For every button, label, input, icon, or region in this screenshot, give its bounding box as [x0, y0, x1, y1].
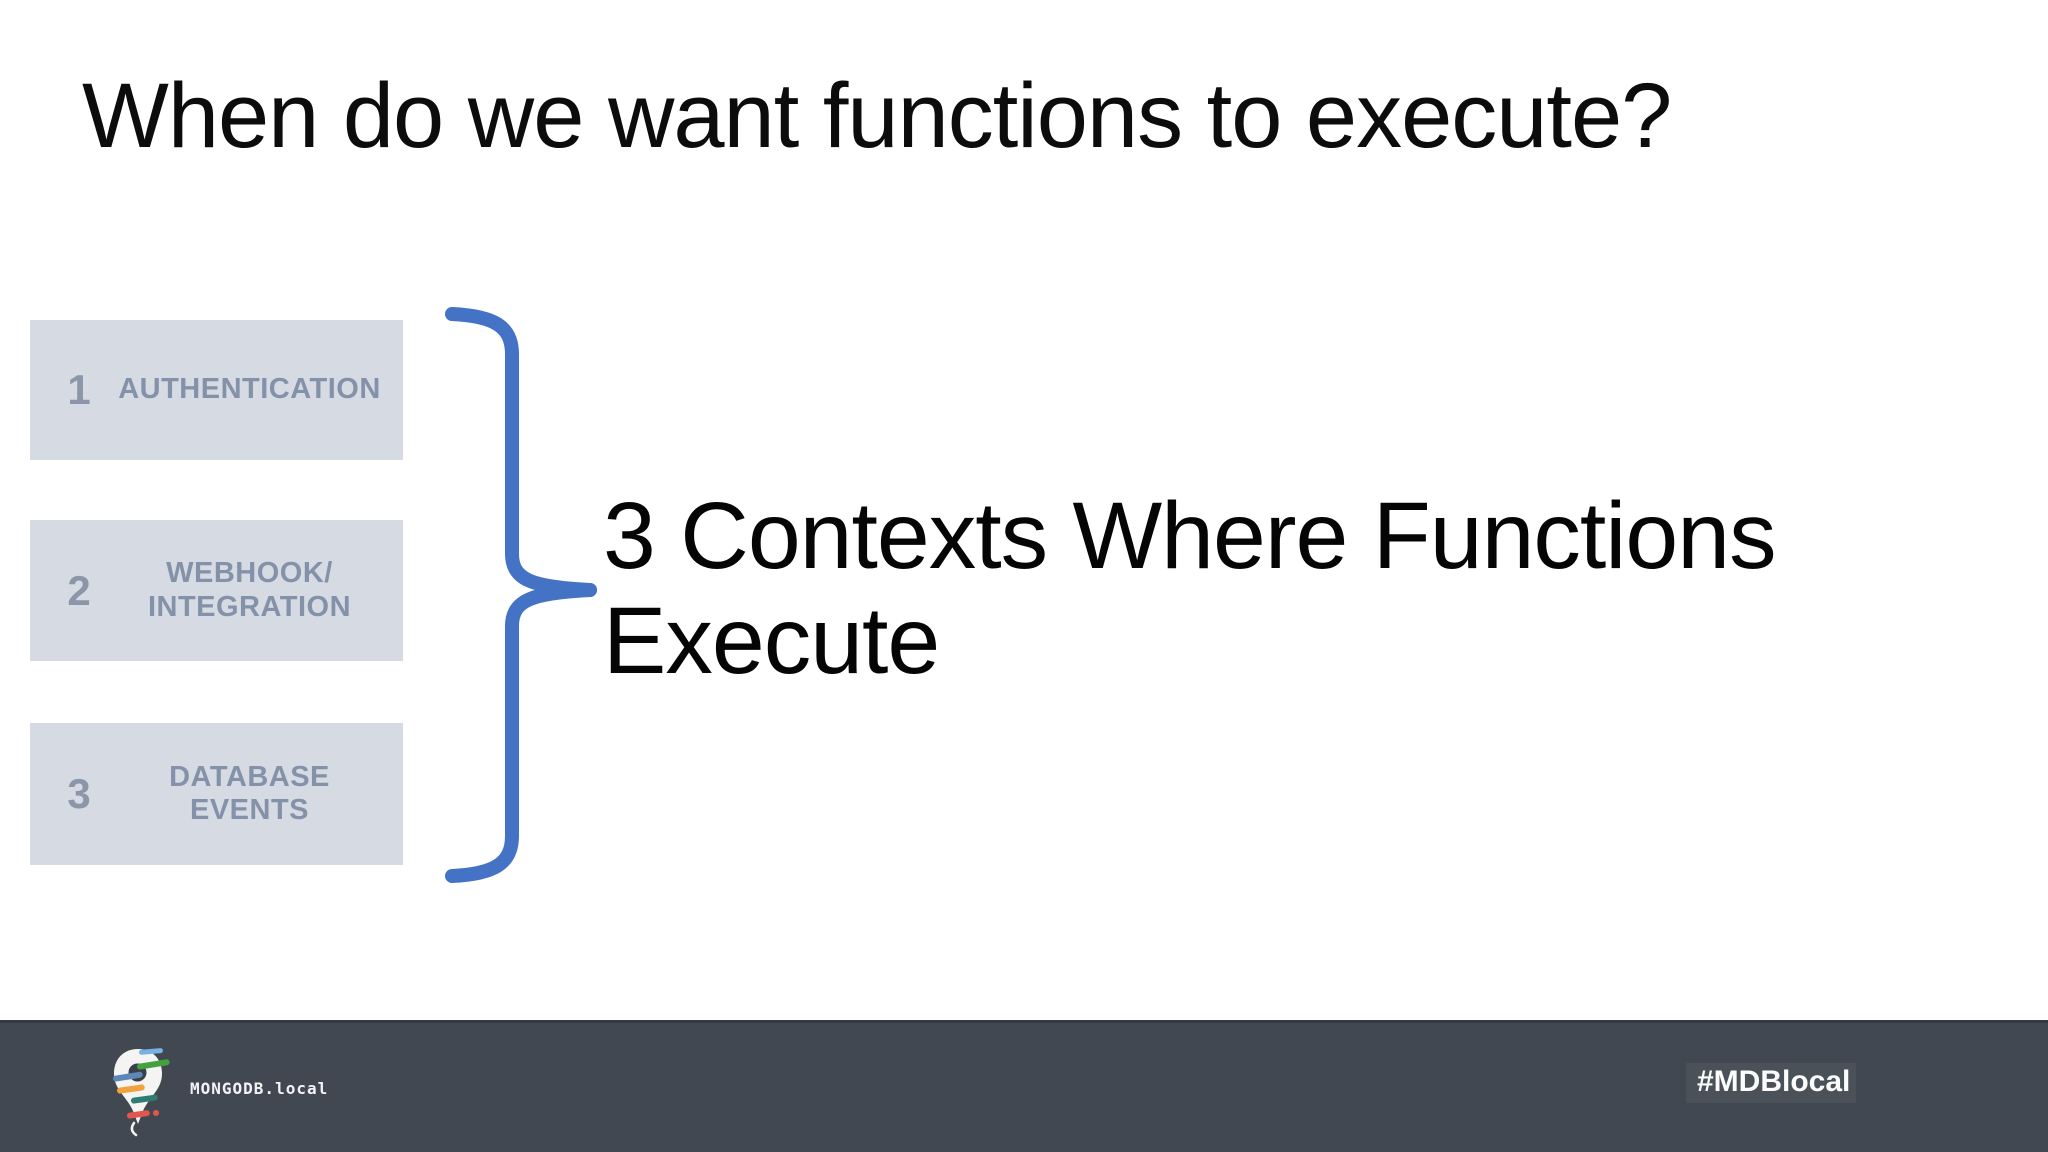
brace-caption: 3 Contexts Where Functions Execute	[603, 483, 1777, 694]
mongodb-local-logo	[112, 1048, 170, 1137]
step-number: 2	[67, 566, 91, 614]
event-hashtag: #MDBlocal	[1697, 1065, 1851, 1098]
curly-brace-shape	[445, 307, 597, 883]
step-number: 1	[67, 366, 91, 413]
slide-title: When do we want functions to execute?	[82, 65, 1672, 167]
hashtag-backplate	[1686, 1063, 1856, 1103]
footer-bar: MONGODB.local #MDBlocal	[0, 1020, 2048, 1152]
step-box-webhook-integration: 2 WEBHOOK/ INTEGRATION	[30, 520, 403, 661]
mongodb-local-wordmark: MONGODB.local	[190, 1079, 329, 1098]
step-number: 3	[67, 770, 91, 817]
location-pin-icon	[112, 1048, 170, 1137]
step-label: AUTHENTICATION	[118, 373, 381, 406]
step-label: WEBHOOK/ INTEGRATION	[147, 557, 352, 623]
step-label: DATABASE EVENTS	[169, 760, 330, 826]
step-box-authentication: 1 AUTHENTICATION	[30, 320, 403, 460]
step-box-database-events: 3 DATABASE EVENTS	[30, 723, 403, 865]
